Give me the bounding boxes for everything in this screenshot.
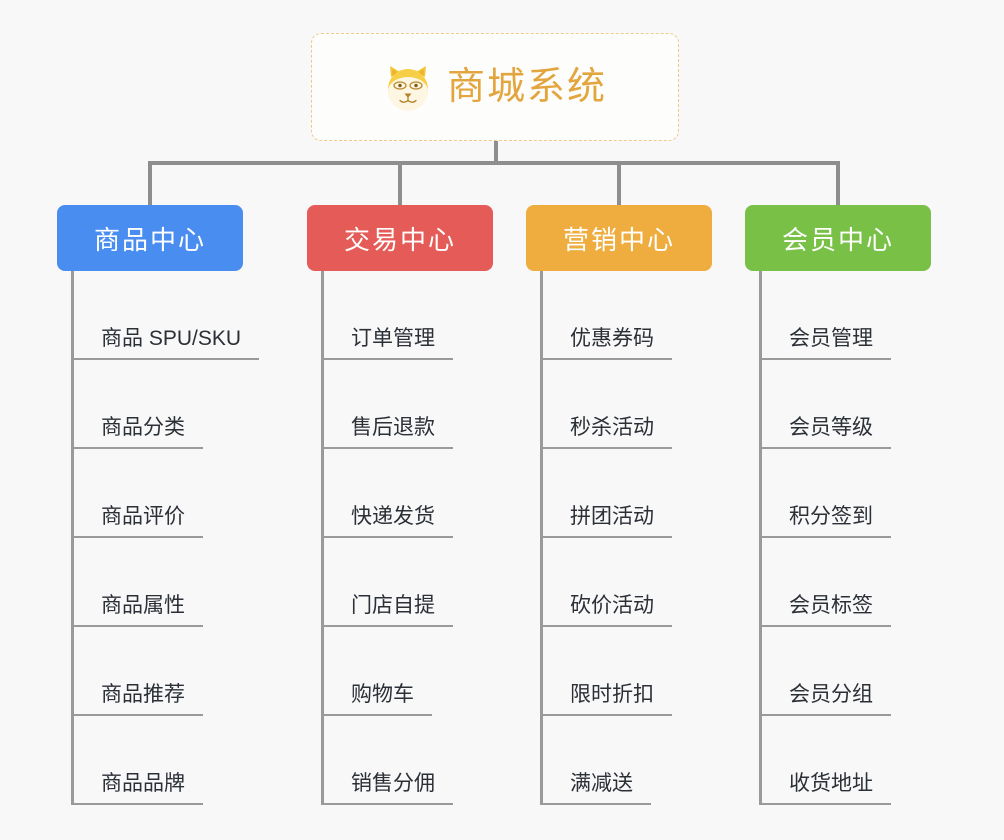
- leaf-item[interactable]: 售后退款: [312, 360, 512, 449]
- category-box-marketing-center[interactable]: 营销中心: [526, 205, 712, 271]
- leaf-item[interactable]: 秒杀活动: [531, 360, 731, 449]
- column-spine: [321, 271, 324, 805]
- leaf-item[interactable]: 快递发货: [312, 449, 512, 538]
- column-spine: [71, 271, 74, 805]
- leaf-item[interactable]: 满减送: [531, 716, 731, 805]
- leaf-item[interactable]: 限时折扣: [531, 627, 731, 716]
- leaf-item-label: 砍价活动: [540, 593, 672, 627]
- leaf-item[interactable]: 会员标签: [750, 538, 950, 627]
- leaf-column-trade-center: 订单管理售后退款快递发货门店自提购物车销售分佣: [312, 271, 512, 805]
- leaf-item[interactable]: 商品评价: [62, 449, 262, 538]
- category-box-trade-center[interactable]: 交易中心: [307, 205, 493, 271]
- connector-drop-marketing-center: [617, 161, 621, 207]
- connector-root-stem: [494, 141, 498, 163]
- leaf-item-label: 限时折扣: [540, 682, 672, 716]
- leaf-item[interactable]: 砍价活动: [531, 538, 731, 627]
- leaf-item[interactable]: 购物车: [312, 627, 512, 716]
- leaf-item[interactable]: 门店自提: [312, 538, 512, 627]
- leaf-item-label: 商品属性: [71, 593, 203, 627]
- leaf-item[interactable]: 会员管理: [750, 271, 950, 360]
- leaf-item-label: 售后退款: [321, 415, 453, 449]
- leaf-column-member-center: 会员管理会员等级积分签到会员标签会员分组收货地址: [750, 271, 950, 805]
- category-box-member-center[interactable]: 会员中心: [745, 205, 931, 271]
- connector-drop-member-center: [836, 161, 840, 207]
- leaf-item-label: 商品推荐: [71, 682, 203, 716]
- leaf-item[interactable]: 商品推荐: [62, 627, 262, 716]
- leaf-item[interactable]: 商品分类: [62, 360, 262, 449]
- category-label: 商品中心: [93, 224, 206, 255]
- leaf-item[interactable]: 收货地址: [750, 716, 950, 805]
- leaf-item[interactable]: 销售分佣: [312, 716, 512, 805]
- leaf-item[interactable]: 订单管理: [312, 271, 512, 360]
- leaf-item-label: 优惠券码: [540, 326, 672, 360]
- leaf-item-label: 商品分类: [71, 415, 203, 449]
- leaf-item[interactable]: 积分签到: [750, 449, 950, 538]
- leaf-item-label: 拼团活动: [540, 504, 672, 538]
- leaf-item-label: 收货地址: [759, 771, 891, 805]
- leaf-item-label: 快递发货: [321, 504, 453, 538]
- leaf-item-label: 购物车: [321, 682, 432, 716]
- leaf-item[interactable]: 商品 SPU/SKU: [62, 271, 262, 360]
- leaf-item-label: 商品 SPU/SKU: [71, 326, 260, 360]
- leaf-item-label: 销售分佣: [321, 771, 453, 805]
- leaf-item[interactable]: 拼团活动: [531, 449, 731, 538]
- leaf-item-label: 积分签到: [759, 504, 891, 538]
- leaf-item-label: 商品评价: [71, 504, 203, 538]
- leaf-item-label: 满减送: [540, 771, 651, 805]
- page-title: 商城系统: [446, 66, 607, 108]
- leaf-column-marketing-center: 优惠券码秒杀活动拼团活动砍价活动限时折扣满减送: [531, 271, 731, 805]
- leaf-column-product-center: 商品 SPU/SKU 商品分类商品评价商品属性商品推荐商品品牌: [62, 271, 262, 805]
- category-label: 营销中心: [562, 224, 675, 255]
- leaf-item-label: 门店自提: [321, 593, 453, 627]
- root-node[interactable]: 商城系统: [311, 33, 679, 141]
- connector-drop-product-center: [148, 161, 152, 207]
- leaf-item[interactable]: 会员分组: [750, 627, 950, 716]
- connector-horizontal-bus: [148, 161, 838, 165]
- shiba-dog-icon: [383, 62, 433, 112]
- leaf-item[interactable]: 商品品牌: [62, 716, 262, 805]
- leaf-item-label: 秒杀活动: [540, 415, 672, 449]
- leaf-item-label: 会员等级: [759, 415, 891, 449]
- category-label: 交易中心: [343, 224, 456, 255]
- column-spine: [759, 271, 762, 805]
- leaf-item-label: 商品品牌: [71, 771, 203, 805]
- leaf-item-label: 会员标签: [759, 593, 891, 627]
- leaf-item-label: 会员管理: [759, 326, 891, 360]
- connector-drop-trade-center: [398, 161, 402, 207]
- leaf-item-label: 会员分组: [759, 682, 891, 716]
- category-label: 会员中心: [781, 224, 894, 255]
- category-box-product-center[interactable]: 商品中心: [57, 205, 243, 271]
- leaf-item-label: 订单管理: [321, 326, 453, 360]
- column-spine: [540, 271, 543, 805]
- leaf-item[interactable]: 优惠券码: [531, 271, 731, 360]
- leaf-item[interactable]: 商品属性: [62, 538, 262, 627]
- leaf-item[interactable]: 会员等级: [750, 360, 950, 449]
